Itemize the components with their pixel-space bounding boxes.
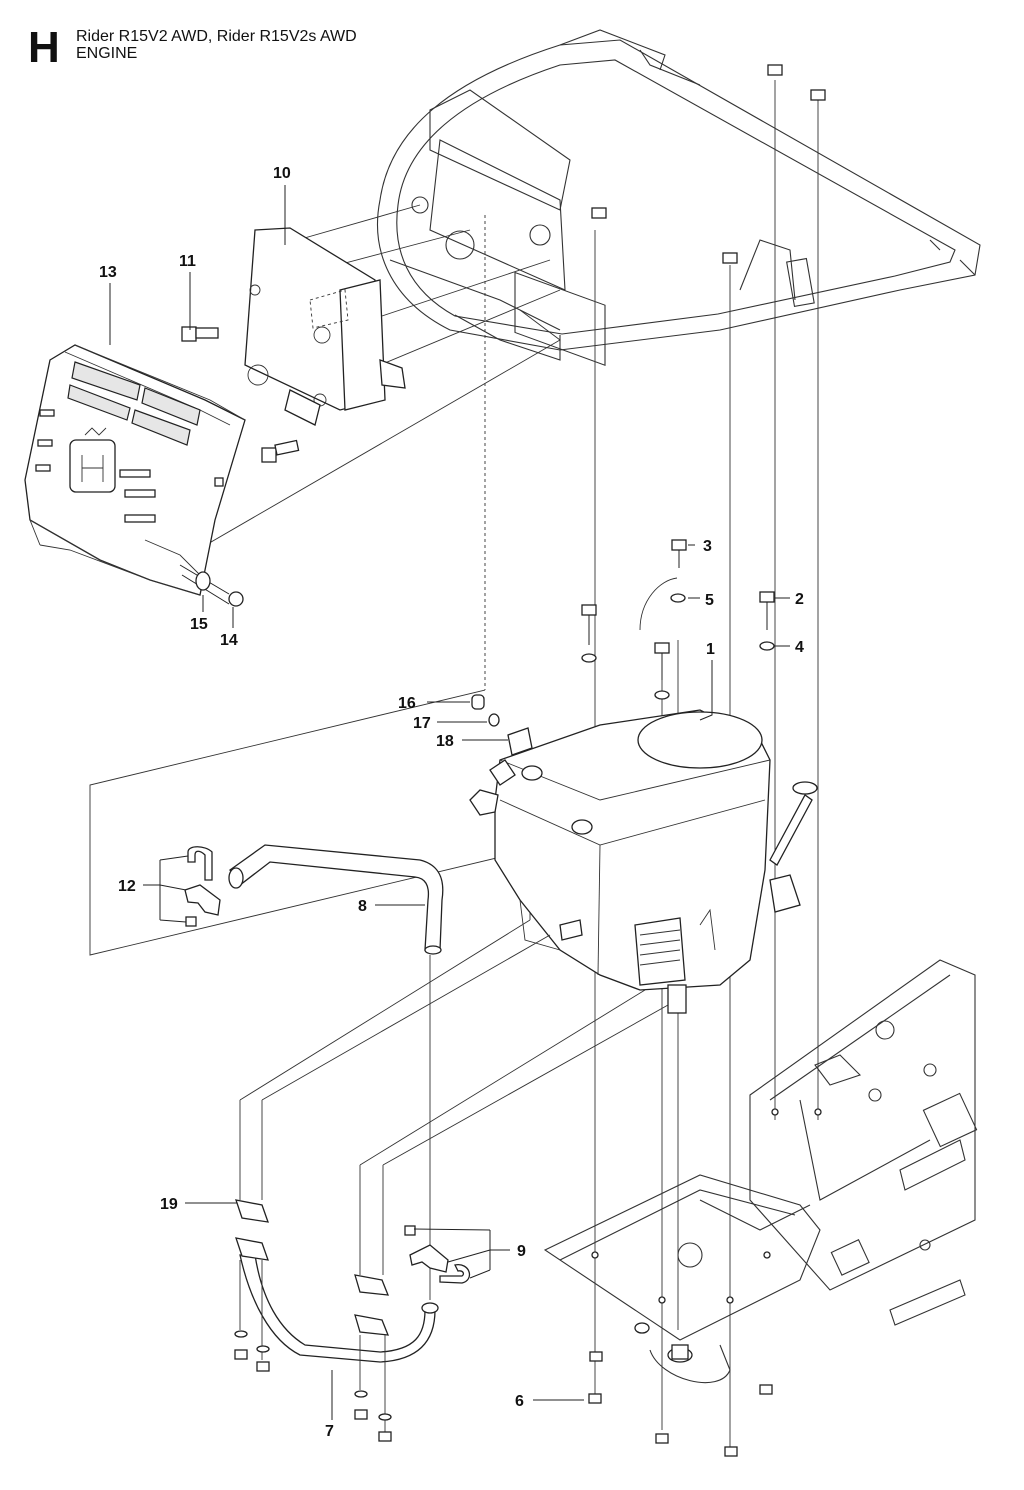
husqvarna-crown-logo: [69, 427, 116, 493]
callout-6: 6: [515, 1393, 524, 1410]
engine: [469, 709, 818, 1014]
engine-bolt-left: [581, 604, 597, 663]
gasket-19: [235, 919, 669, 1440]
callout-1: 1: [706, 641, 715, 658]
frame-bolts: [591, 64, 826, 264]
callout-14: 14: [220, 632, 238, 649]
callout-4: 4: [795, 639, 804, 656]
clamp-12: [184, 846, 221, 927]
assembly-subtitle: ENGINE: [76, 45, 138, 62]
lower-chassis-frame: [543, 959, 978, 1384]
callout-19: 19: [160, 1196, 178, 1213]
frame-nuts: [588, 1108, 822, 1457]
screw-16: [471, 694, 485, 710]
callout-labels: 10 11 13 15 14 3 5 2 4 1 16 17 18 12 8 9…: [99, 165, 804, 1440]
page-header: H Rider R15V2 AWD, Rider R15V2s AWD ENGI…: [0, 0, 1024, 80]
section-letter: H: [28, 23, 60, 72]
exhaust-pipe-7: [239, 1254, 439, 1363]
callout-11: 11: [179, 253, 196, 270]
bolt-11: [181, 326, 300, 463]
heat-shield: [24, 344, 246, 596]
spacer-18: [507, 727, 533, 756]
callout-2: 2: [795, 591, 804, 608]
callout-18: 18: [436, 733, 454, 750]
muffler: [244, 227, 406, 426]
callout-9: 9: [517, 1243, 526, 1260]
washer-4: [759, 641, 775, 651]
callout-10: 10: [273, 165, 291, 182]
exhaust-pipe-8: [228, 844, 444, 955]
washer-15: [195, 571, 211, 591]
callout-15: 15: [190, 616, 208, 633]
callout-17: 17: [413, 715, 431, 732]
callout-leaders: [109, 185, 790, 1420]
bolt-3: [639, 539, 687, 631]
washer-17: [488, 713, 500, 727]
callout-16: 16: [398, 695, 416, 712]
callout-7: 7: [325, 1423, 334, 1440]
model-title: Rider R15V2 AWD, Rider R15V2s AWD: [76, 28, 357, 45]
upper-chassis-frame: [377, 29, 981, 366]
clamp-9: [404, 1225, 471, 1284]
callout-8: 8: [358, 898, 367, 915]
callout-5: 5: [705, 592, 714, 609]
callout-13: 13: [99, 264, 117, 281]
lock-washer-5: [670, 593, 686, 603]
callout-3: 3: [703, 538, 712, 555]
engine-bolt-center: [654, 642, 670, 700]
exhaust-nuts: [234, 1330, 392, 1442]
bolt-2: [759, 591, 775, 630]
callout-12: 12: [118, 878, 136, 895]
